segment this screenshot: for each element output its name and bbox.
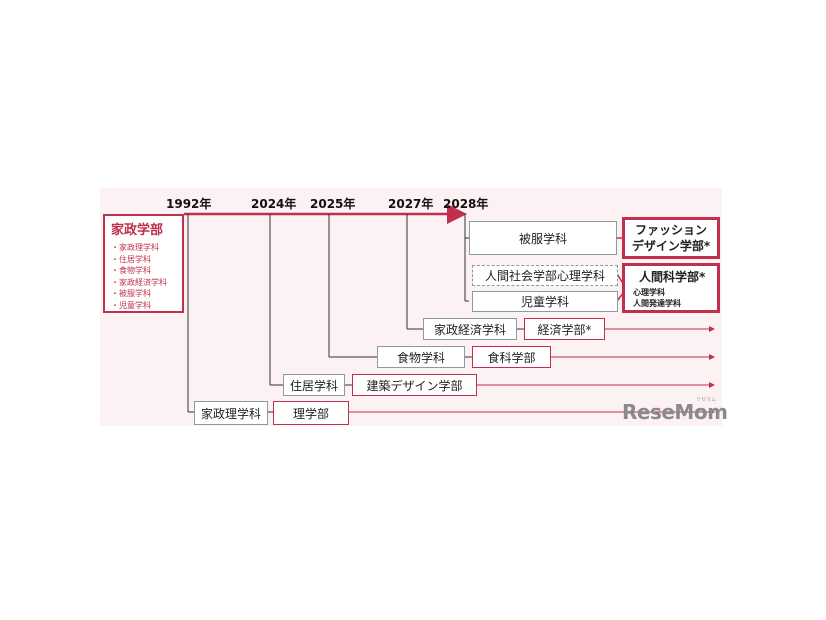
origin-department: ・児童学科 (111, 300, 151, 310)
dest-subdept: 心理学科 (633, 288, 665, 297)
dest-box-fashion-design: ファッション デザイン学部* (622, 217, 720, 259)
source-box-child-studies: 児童学科 (472, 291, 618, 312)
year-label-2028: 2028年 (443, 197, 489, 211)
source-box-clothing: 被服学科 (469, 221, 617, 255)
year-label-2024: 2024年 (251, 197, 297, 211)
dest-box-science: 理学部 (273, 401, 349, 425)
origin-department: ・家政理学科 (111, 243, 159, 252)
year-label-2025: 2025年 (310, 197, 356, 211)
origin-department: ・食物学科 (111, 266, 151, 275)
origin-faculty-title: 家政学部 (111, 223, 164, 238)
source-box-home-economics: 家政経済学科 (423, 318, 517, 340)
logo-ruby: リセマム (696, 397, 717, 403)
source-box-food: 食物学科 (377, 346, 465, 368)
dest-box-architecture-design: 建築デザイン学部 (352, 374, 477, 396)
origin-faculty-box: 家政学部 ・家政理学科 ・住居学科 ・食物学科 ・家政経済学科 ・被服学科 ・児… (103, 214, 184, 313)
origin-department: ・住居学科 (111, 254, 151, 264)
source-box-psychology: 人間社会学部心理学科 (472, 265, 618, 286)
year-label-1992: 1992年 (166, 197, 212, 211)
dest-box-human-science: 人間科学部* 心理学科 人間発達学科 (622, 263, 720, 313)
dest-subdept: 人間発達学科 (633, 299, 681, 308)
year-label-2027: 2027年 (388, 197, 434, 211)
origin-department: ・家政経済学科 (111, 277, 167, 287)
source-box-housing: 住居学科 (283, 374, 345, 396)
dest-title-human-science: 人間科学部* (639, 270, 706, 284)
dest-box-economics: 経済学部* (524, 318, 605, 340)
resemom-logo: ReseMom (622, 400, 728, 424)
source-box-home-science: 家政理学科 (194, 401, 268, 425)
origin-department: ・被服学科 (111, 289, 151, 298)
dest-box-food-science: 食科学部 (472, 346, 551, 368)
